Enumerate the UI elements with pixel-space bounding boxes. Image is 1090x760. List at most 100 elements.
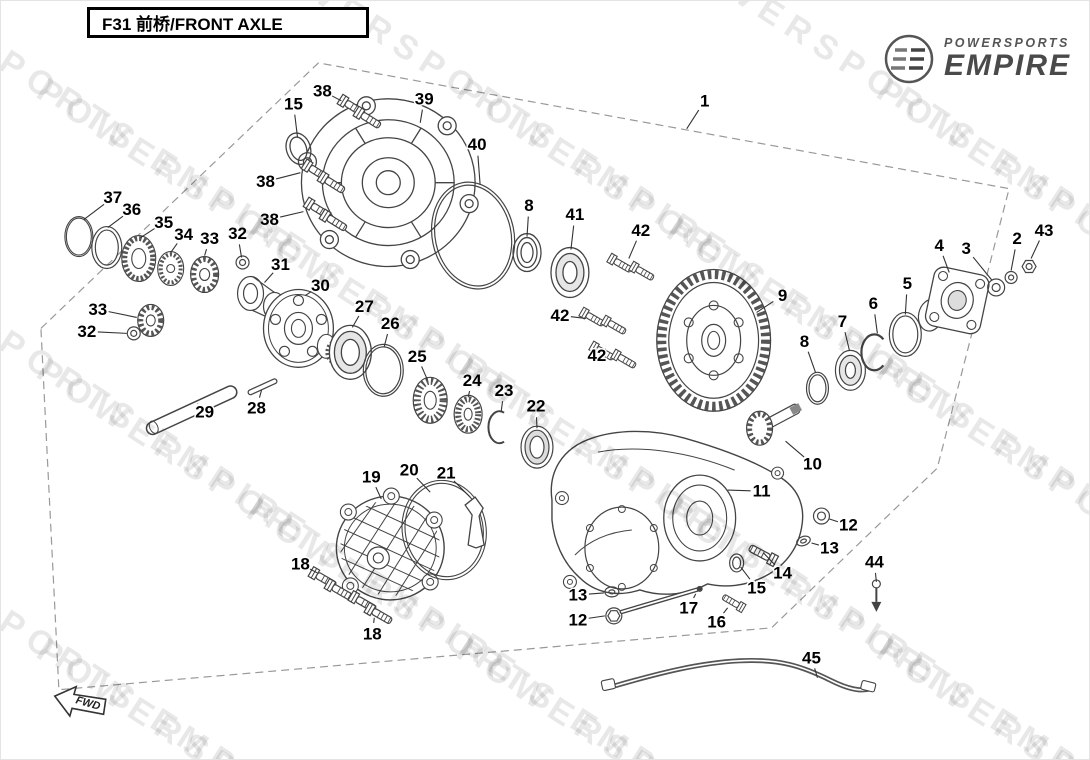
callout-leader-line (204, 248, 208, 256)
callout-9[interactable]: 9 (776, 284, 788, 306)
callout-leader-line (258, 390, 263, 398)
callout-29[interactable]: 29 (194, 401, 216, 423)
callout-38[interactable]: 38 (311, 80, 333, 102)
callout-22[interactable]: 22 (525, 395, 547, 417)
callout-leader-line (756, 301, 774, 313)
part-32-washer-lower (126, 326, 141, 341)
callout-8[interactable]: 8 (523, 195, 535, 217)
callout-27[interactable]: 27 (353, 295, 375, 317)
callout-25[interactable]: 25 (406, 345, 428, 367)
callout-leader-line (467, 390, 471, 398)
callout-1[interactable]: 1 (698, 90, 710, 112)
logo-brand-top: POWERSPORTS (943, 35, 1070, 50)
callout-leader-line (874, 314, 878, 334)
callout-leader-line (723, 607, 729, 614)
callout-15[interactable]: 15 (746, 577, 768, 599)
callout-leader-line (588, 615, 605, 619)
callout-5[interactable]: 5 (901, 272, 913, 294)
callout-32[interactable]: 32 (227, 223, 249, 245)
callout-21[interactable]: 21 (435, 462, 457, 484)
callout-18[interactable]: 18 (361, 623, 383, 645)
part-28-cross-pin (247, 378, 278, 396)
callout-10[interactable]: 10 (802, 453, 824, 475)
part-16-bolt (720, 592, 747, 614)
part-25-splined-sleeve (412, 376, 448, 424)
callout-28[interactable]: 28 (246, 397, 268, 419)
callout-35[interactable]: 35 (153, 212, 175, 234)
callout-42[interactable]: 42 (549, 304, 571, 326)
callout-12[interactable]: 12 (837, 514, 859, 536)
callout-34[interactable]: 34 (173, 224, 195, 246)
callout-2[interactable]: 2 (1011, 228, 1023, 250)
callout-7[interactable]: 7 (836, 310, 848, 332)
callout-12[interactable]: 12 (567, 609, 589, 631)
callout-leader-line (453, 480, 471, 498)
part-4-bearing-carrier (917, 266, 990, 335)
part-13-washer-bottom (604, 586, 620, 598)
part-21-bracket (464, 496, 485, 549)
callout-43[interactable]: 43 (1033, 220, 1055, 242)
callout-44[interactable]: 44 (863, 551, 885, 573)
callout-17[interactable]: 17 (678, 597, 700, 619)
callout-leader-line (383, 333, 389, 347)
callout-23[interactable]: 23 (493, 379, 515, 401)
callout-4[interactable]: 4 (933, 235, 946, 257)
callout-32[interactable]: 32 (76, 320, 98, 342)
part-12-cap-right (812, 507, 831, 525)
part-20-gasket (401, 479, 487, 581)
part-43-nut (1021, 259, 1037, 274)
part-24-splined-gear (453, 394, 483, 434)
callout-3[interactable]: 3 (960, 238, 972, 260)
callout-14[interactable]: 14 (772, 562, 794, 584)
callout-6[interactable]: 6 (867, 292, 879, 314)
part-36-ring (91, 225, 123, 270)
callout-leader-line (727, 489, 751, 492)
callout-36[interactable]: 36 (121, 199, 143, 221)
callout-8[interactable]: 8 (798, 330, 810, 352)
callout-31[interactable]: 31 (270, 254, 292, 276)
callout-39[interactable]: 39 (413, 88, 435, 110)
callout-30[interactable]: 30 (309, 274, 331, 296)
callout-13[interactable]: 13 (567, 584, 589, 606)
callout-11[interactable]: 11 (751, 480, 772, 502)
callout-38[interactable]: 38 (259, 209, 281, 231)
part-32-washer-upper (235, 255, 250, 270)
callout-37[interactable]: 37 (102, 187, 124, 209)
callout-33[interactable]: 33 (87, 298, 109, 320)
callout-42[interactable]: 42 (630, 220, 652, 242)
callout-leader-line (294, 114, 298, 137)
callout-40[interactable]: 40 (466, 134, 488, 156)
callout-20[interactable]: 20 (398, 459, 420, 481)
callout-18[interactable]: 18 (290, 553, 312, 575)
callout-leader-line (942, 255, 950, 273)
callout-leader-line (693, 593, 697, 599)
callout-45[interactable]: 45 (801, 647, 823, 669)
part-41-bearing (550, 246, 590, 299)
callout-leader-line (351, 315, 360, 328)
callout-42[interactable]: 42 (586, 344, 608, 366)
part-37-shim (64, 216, 94, 258)
callout-leader-line (526, 216, 529, 237)
callout-leader-line (107, 215, 124, 229)
callout-leader-line (588, 592, 604, 595)
callout-41[interactable]: 41 (564, 204, 586, 226)
part-5-spacer-ring (888, 311, 922, 357)
callout-38[interactable]: 38 (255, 171, 277, 193)
callout-leader-line (280, 211, 304, 218)
part-8-seal-upper (512, 232, 542, 273)
callout-24[interactable]: 24 (461, 369, 483, 391)
callout-15[interactable]: 15 (283, 93, 305, 115)
callout-26[interactable]: 26 (379, 312, 401, 334)
callout-33[interactable]: 33 (199, 228, 221, 250)
callout-leader-line (140, 228, 155, 239)
callout-leader-line (807, 351, 816, 373)
part-7-bearing (834, 349, 866, 391)
callout-16[interactable]: 16 (706, 611, 728, 633)
callout-19[interactable]: 19 (360, 466, 382, 488)
callout-leader-line (628, 240, 637, 259)
callout-leader-line (477, 155, 481, 185)
callout-leader-line (419, 109, 423, 123)
callout-13[interactable]: 13 (819, 537, 841, 559)
part-40-o-ring (430, 181, 516, 290)
